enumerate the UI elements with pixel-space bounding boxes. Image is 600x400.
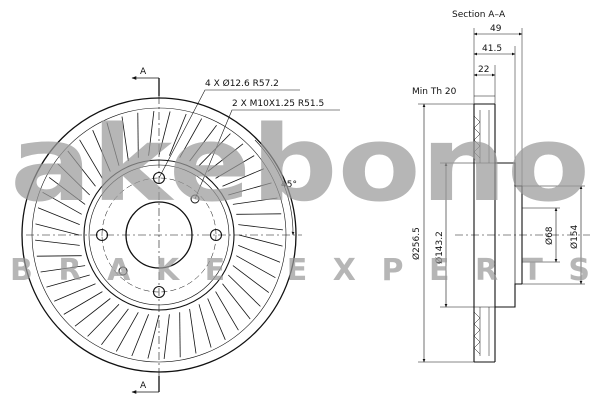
vent-line	[198, 304, 212, 348]
vent-line	[115, 312, 139, 352]
vent-line	[236, 255, 276, 279]
bolt-hole-bottom	[152, 285, 166, 299]
vent-hatch	[473, 311, 481, 355]
watermark-tagline: BRAKE EXPERTS	[10, 253, 590, 288]
section-marker-bottom: A	[140, 381, 147, 391]
bolt-hole-left	[95, 228, 109, 242]
bolt-holes-label: 4 X Ø12.6 R57.2	[205, 78, 279, 89]
bolt-hole-right	[209, 228, 223, 242]
vent-line	[37, 207, 80, 225]
vent-line	[54, 283, 96, 302]
vent-line	[106, 122, 120, 166]
threaded-hole-leader	[194, 109, 340, 200]
vent-line	[74, 298, 111, 327]
disc-outer-edge	[21, 97, 297, 373]
vent-line	[131, 314, 149, 357]
vent-line	[169, 113, 187, 156]
vent-line	[222, 168, 264, 187]
vent-line	[57, 163, 90, 196]
vent-line	[207, 298, 226, 340]
vent-line	[121, 116, 129, 162]
vent-line	[222, 283, 251, 320]
vent-line	[179, 312, 181, 358]
angle-arc	[254, 139, 295, 236]
section-title: Section A–A	[452, 10, 506, 20]
vent-line	[48, 177, 86, 205]
vent-line	[46, 274, 90, 288]
vent-line	[137, 112, 139, 158]
vent-line	[40, 265, 86, 273]
watermark: akebono BRAKE EXPERTS	[10, 103, 590, 288]
friction-inner-edge	[83, 159, 235, 311]
section-marker-top: A	[140, 67, 147, 77]
vent-line	[158, 111, 171, 156]
vent-line	[101, 308, 129, 346]
bolt-circle	[101, 177, 217, 293]
vent-line	[36, 255, 82, 257]
vent-hatch	[473, 115, 481, 159]
vent-line	[232, 265, 270, 293]
vent-line	[215, 291, 239, 331]
vent-line	[228, 274, 261, 307]
threaded-hole-lower	[118, 266, 128, 276]
hat-profile-bottom	[495, 283, 522, 308]
dim-center-bore: Ø68	[544, 226, 555, 245]
front-view	[21, 76, 340, 394]
bolt-hole-top	[152, 171, 166, 185]
vent-line	[148, 111, 155, 156]
vent-line	[198, 133, 231, 166]
hat-profile-top	[495, 162, 522, 187]
dim-disc-thickness: 22	[478, 65, 489, 75]
vent-line	[207, 143, 244, 172]
threaded-hole-upper	[190, 194, 200, 204]
vent-line	[79, 139, 103, 179]
min-thickness-label: Min Th 20	[412, 87, 457, 97]
vent-line	[63, 291, 103, 315]
watermark-brand: akebono	[10, 103, 590, 225]
dim-outer-diameter: Ø256.5	[411, 227, 422, 260]
vent-line	[35, 223, 80, 236]
vent-line	[87, 304, 120, 337]
vent-line	[163, 314, 170, 359]
vent-pattern	[35, 111, 283, 359]
vent-line	[232, 197, 278, 205]
vent-line	[189, 124, 217, 162]
bolt-hole-leader	[158, 89, 300, 179]
vent-line	[42, 191, 82, 215]
vent-line	[189, 308, 197, 354]
vent-line	[92, 130, 111, 172]
dim-inner-diameter: Ø143.2	[434, 231, 445, 264]
dim-overall-width: 49	[490, 24, 502, 34]
vent-line	[35, 239, 80, 246]
center-bore	[125, 201, 193, 269]
vent-line	[238, 234, 283, 247]
vent-line	[228, 182, 272, 196]
vent-line	[67, 150, 96, 187]
vent-line	[236, 213, 282, 215]
vent-line	[238, 224, 283, 231]
vent-line	[238, 245, 281, 263]
dim-hat-diameter: Ø154	[569, 224, 580, 249]
threaded-holes-label: 2 X M10X1.25 R51.5	[232, 99, 324, 109]
vent-line	[147, 314, 160, 359]
vent-line	[179, 118, 203, 158]
vent-line	[215, 155, 255, 179]
hat-outer-edge	[88, 164, 230, 306]
angle-label: 45°	[281, 180, 297, 190]
section-view	[418, 28, 590, 363]
disc-outer-ring	[31, 107, 287, 363]
dim-hat-height: 41.5	[482, 44, 502, 54]
